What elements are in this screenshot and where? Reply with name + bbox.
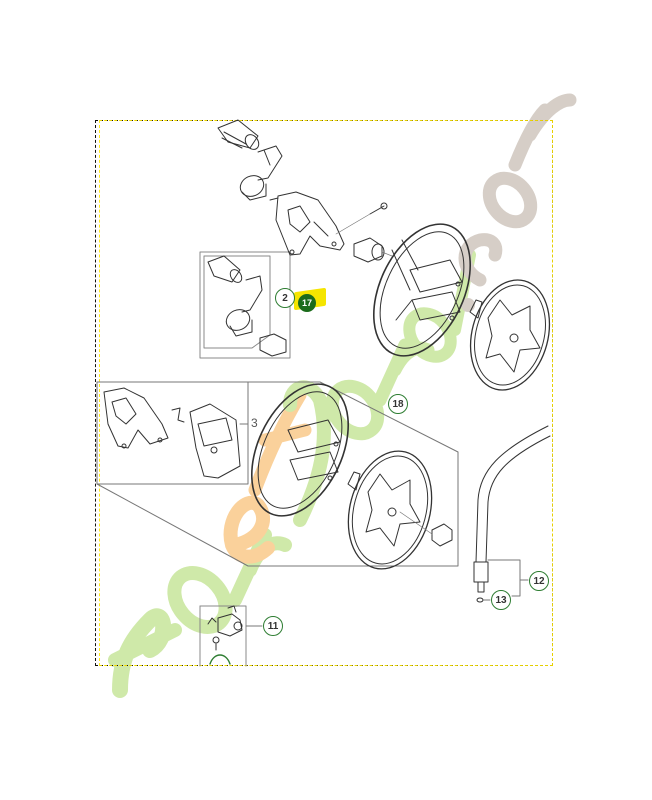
crank-handle-kit-icon — [207, 255, 287, 357]
part-label-3: 3 — [251, 416, 258, 430]
group-box-2 — [199, 251, 291, 359]
crank-arm-icon — [239, 145, 283, 201]
reel-drum-icon — [372, 223, 472, 357]
callout-18[interactable]: 18 — [388, 394, 408, 414]
swivel-connector-icon — [207, 605, 263, 651]
diagram-frame-accent — [99, 120, 553, 666]
callout-2[interactable]: 2 — [275, 288, 295, 308]
hose-icon — [473, 425, 551, 603]
bracket-and-cover-icon — [103, 387, 241, 479]
screw-icon — [335, 202, 388, 235]
nut-icon — [399, 511, 453, 547]
reel-side-bracket-icon — [269, 191, 345, 256]
callout-17-selected[interactable]: 17 — [298, 294, 316, 312]
callout-13[interactable]: 13 — [491, 590, 511, 610]
callout-12[interactable]: 12 — [529, 571, 549, 591]
crank-handle-grip-icon — [217, 119, 260, 150]
reel-end-disc-icon — [469, 279, 551, 391]
hub-bushing-icon — [353, 237, 393, 263]
group-box-11 — [199, 605, 247, 667]
reel-end-disc-lower-icon — [347, 450, 433, 570]
group-box-18 — [96, 381, 459, 567]
reel-drum-lower-icon — [250, 383, 350, 517]
callout-11[interactable]: 11 — [263, 616, 283, 636]
